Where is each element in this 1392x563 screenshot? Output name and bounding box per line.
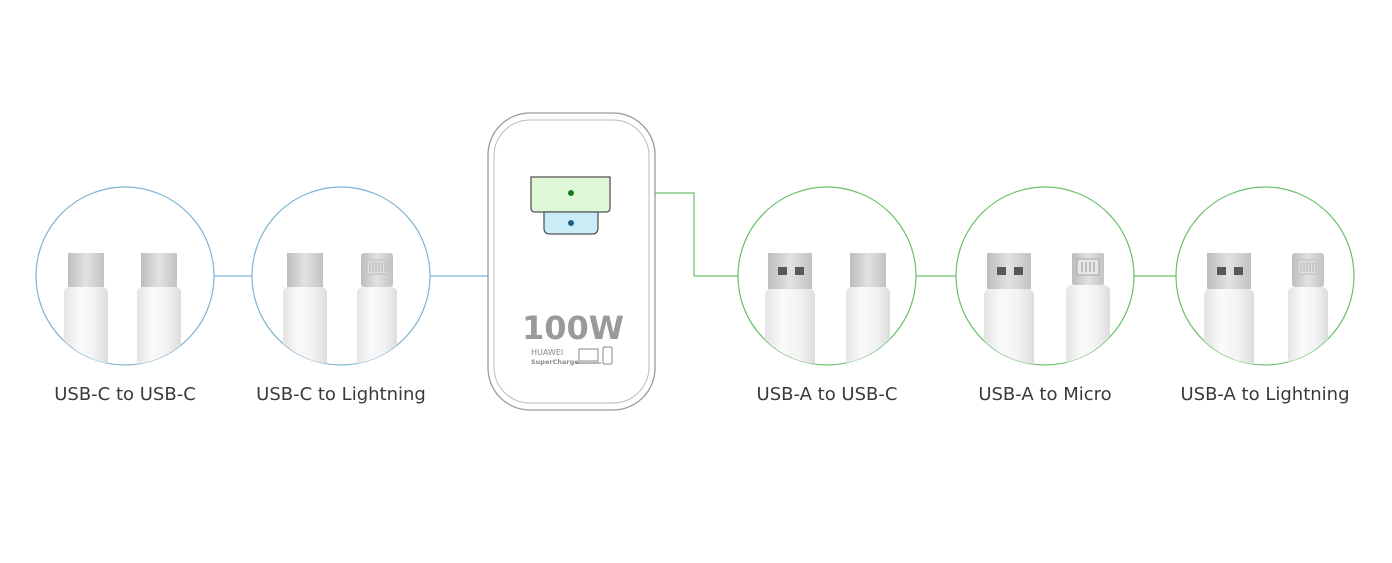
cable-usba-to-lightning (1175, 186, 1355, 366)
usb-a-plug-icon (1204, 253, 1254, 365)
usb-c-plug-icon (283, 253, 327, 365)
cable-label-usbc-to-lightning: USB-C to Lightning (256, 384, 426, 405)
cable-usba-to-micro (955, 186, 1135, 366)
phone-icon (602, 346, 613, 365)
cable-label-usba-to-usbc: USB-A to USB-C (756, 384, 898, 405)
lightning-plug-icon (357, 253, 397, 365)
charger-body: 100W HUAWEI SuperCharge (487, 112, 656, 411)
cable-label-usbc-to-usbc: USB-C to USB-C (54, 384, 196, 405)
cable-label-usba-to-micro: USB-A to Micro (978, 384, 1112, 405)
charger-tech: SuperCharge (531, 358, 579, 366)
lightning-plug-icon (1288, 253, 1328, 365)
cable-label-usba-to-lightning: USB-A to Lightning (1180, 384, 1350, 405)
charger-brand: HUAWEI (531, 348, 563, 357)
usb-a-plug-icon (765, 253, 815, 365)
charger-wattage: 100W (522, 309, 624, 347)
cable-usbc-to-lightning (251, 186, 431, 366)
usb-a-port-dot (568, 190, 574, 196)
laptop-icon (576, 348, 601, 364)
usb-c-port-dot (568, 220, 574, 226)
cable-usba-to-usbc (737, 186, 917, 366)
usb-c-plug-icon (64, 253, 108, 365)
usb-a-plug-icon (984, 253, 1034, 365)
usb-c-plug-icon (846, 253, 890, 365)
cable-usbc-to-usbc (35, 186, 215, 366)
micro-usb-plug-icon (1066, 253, 1110, 365)
